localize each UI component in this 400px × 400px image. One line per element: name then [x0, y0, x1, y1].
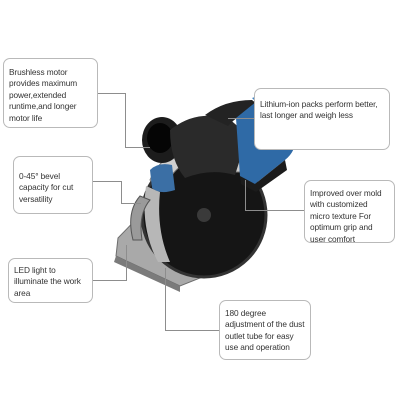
callout-bevel-capacity: 0-45° bevel capacity for cut versatility — [13, 156, 93, 214]
leader-line-overmold-v — [245, 180, 246, 210]
callout-over-mold-grip: Improved over mold with customized micro… — [304, 180, 395, 244]
base-plate-edge — [114, 256, 180, 292]
blade-hub — [197, 208, 211, 222]
callout-text: 0-45° bevel capacity for cut versatility — [19, 171, 74, 204]
callout-text: Lithium-ion packs perform better, last l… — [260, 99, 378, 121]
callout-led-light: LED light to illuminate the work area — [8, 258, 93, 303]
leader-line-led-h — [92, 280, 127, 281]
leader-line-bevel-h — [92, 181, 122, 182]
callout-brushless-motor: Brushless motor provides maximum power,e… — [3, 58, 98, 128]
battery-base — [240, 160, 287, 192]
leader-line-motor-v — [125, 93, 126, 148]
leader-line-motor-h2 — [125, 147, 150, 148]
callout-dust-outlet: 180 degree adjustment of the dust outlet… — [219, 300, 311, 360]
leader-line-motor-h — [97, 93, 126, 94]
motor-housing-blue — [150, 164, 175, 193]
bevel-bracket — [130, 195, 151, 241]
main-handle — [205, 100, 262, 126]
leader-line-bevel-v — [121, 181, 122, 203]
leader-line-battery — [228, 118, 255, 119]
motor-housing — [170, 115, 244, 178]
dust-outlet-opening — [147, 123, 173, 153]
leader-line-dust-v — [165, 268, 166, 331]
callout-text: LED light to illuminate the work area — [14, 265, 81, 298]
leader-line-dust-h — [165, 330, 220, 331]
callout-text: Brushless motor provides maximum power,e… — [9, 67, 78, 123]
callout-text: Improved over mold with customized micro… — [310, 188, 382, 244]
callout-text: 180 degree adjustment of the dust outlet… — [225, 308, 305, 353]
leader-line-led-v — [126, 245, 127, 281]
callout-lithium-ion-battery: Lithium-ion packs perform better, last l… — [254, 88, 390, 150]
leader-line-bevel-h2 — [121, 203, 141, 204]
leader-line-overmold-h — [245, 210, 305, 211]
guard-shadow — [144, 186, 170, 262]
